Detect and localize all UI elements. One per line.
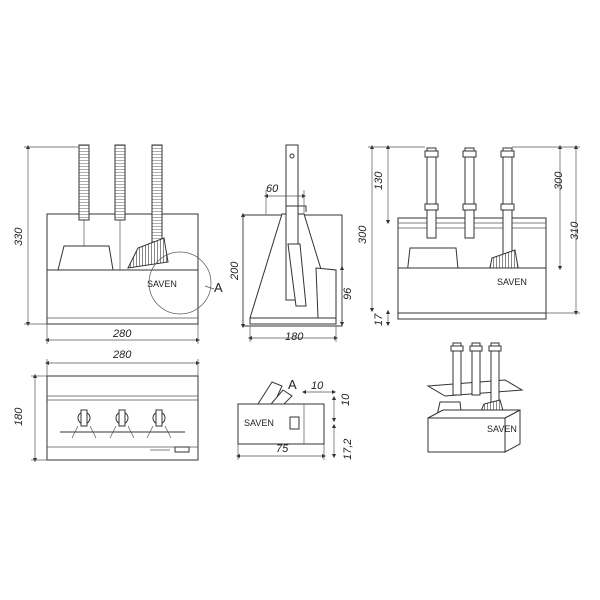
iso-handle-3	[488, 342, 502, 408]
dim-front-width: 280	[112, 328, 132, 340]
top-brand-plate	[174, 446, 190, 453]
detail-a-plate	[289, 416, 300, 430]
iso-box-top	[427, 409, 521, 419]
front-dustpan	[57, 245, 114, 271]
dim-top-depth: 180	[13, 407, 25, 426]
side-hook	[286, 205, 307, 212]
dim-front-height: 330	[13, 227, 25, 246]
dim-detail-a-w2: 10	[340, 393, 352, 406]
right-base-box	[397, 267, 547, 314]
dim-right-handle-130: 130	[373, 171, 385, 190]
detail-a-view: A SAVEN 10 10 75 17,2	[235, 377, 354, 460]
dim-side-slot: 96	[342, 287, 354, 300]
right-handle-1	[424, 147, 439, 239]
front-brush	[127, 237, 169, 269]
front-base-box	[46, 269, 199, 325]
dim-right-height-310: 310	[569, 221, 581, 240]
dim-side-handle-width: 60	[266, 183, 279, 195]
iso-brand-mark: SAVEN	[487, 424, 517, 434]
iso-handle-2	[469, 342, 483, 396]
top-handle-3	[146, 409, 172, 439]
dim-right-base-17: 17	[373, 313, 385, 326]
right-handle-3	[500, 147, 515, 259]
right-handle-2	[462, 147, 477, 239]
front-handle-1	[78, 144, 90, 221]
front-detail-a-circle	[148, 251, 212, 315]
detail-a-label: A	[288, 377, 297, 392]
side-dustpan	[287, 243, 307, 307]
iso-handle-1	[450, 342, 464, 396]
top-handle-2	[109, 409, 135, 439]
side-brush-slot	[315, 267, 337, 319]
dim-side-base: 180	[285, 331, 304, 343]
dim-detail-a-height: 17,2	[342, 439, 354, 460]
front-handle-3	[151, 144, 163, 244]
dim-side-height: 200	[229, 261, 241, 281]
isometric-view: SAVEN	[426, 342, 524, 453]
front-handle-2	[114, 144, 126, 221]
top-handle-1	[71, 409, 97, 439]
dim-detail-a-width: 75	[276, 443, 289, 455]
dim-top-width: 280	[112, 349, 132, 361]
right-front-view: SAVEN 300 130 17 300 310	[357, 144, 581, 327]
top-view: 280 180	[13, 349, 201, 463]
detail-a-brand: SAVEN	[244, 418, 274, 428]
dim-right-height-300b: 300	[553, 171, 565, 190]
right-brand-mark: SAVEN	[497, 277, 527, 287]
front-view: SAVEN A 330 280	[13, 144, 223, 344]
dim-right-height-300: 300	[357, 225, 369, 244]
side-view: 60 200 96 180	[229, 144, 354, 343]
front-brand-mark: SAVEN	[147, 279, 177, 289]
front-callout-label: A	[214, 280, 223, 295]
dim-detail-a-w1: 10	[311, 380, 324, 392]
detail-a-box	[237, 403, 325, 445]
